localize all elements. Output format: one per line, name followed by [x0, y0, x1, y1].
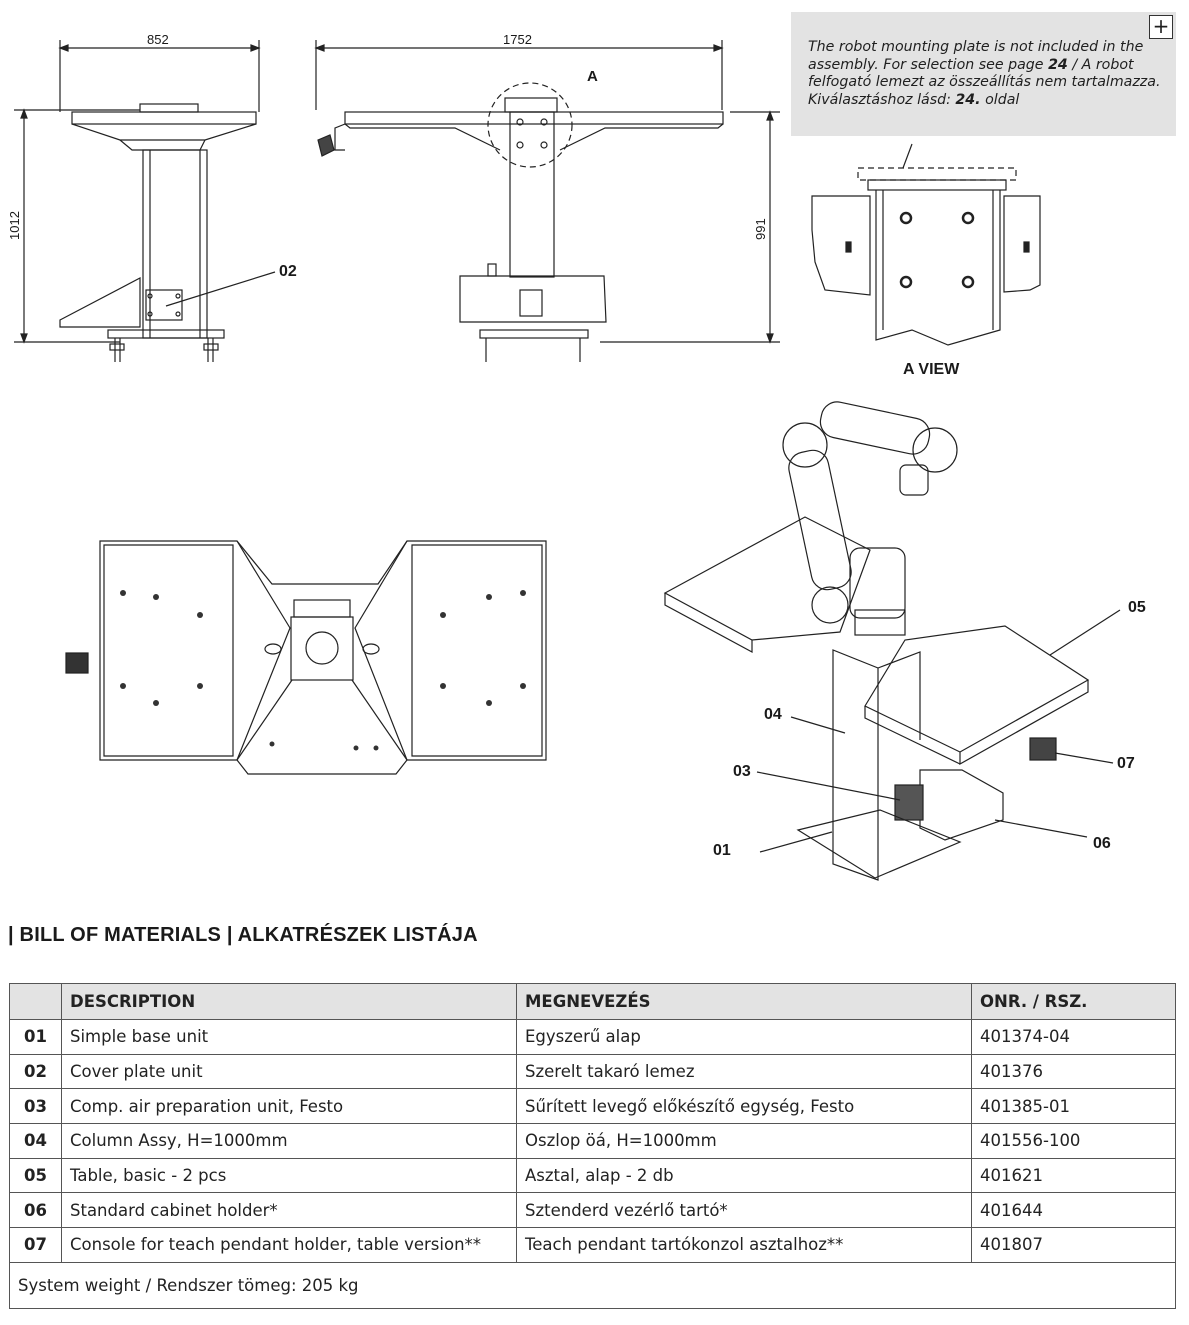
row-megnevezes: Oszlop öá, H=1000mm — [516, 1123, 972, 1159]
dim-height-front: 1012 — [7, 211, 22, 240]
row-megnevezes: Sűrített levegő előkészítő egység, Festo — [516, 1088, 972, 1125]
technical-drawings: A — [7, 32, 1146, 881]
a-view-drawing — [811, 143, 1041, 346]
callout-04: 04 — [764, 706, 782, 723]
row-number: 01 — [9, 1019, 62, 1055]
bom-table: DESCRIPTION MEGNEVEZÉS ONR. / RSZ. 01 Si… — [9, 983, 1176, 1309]
row-megnevezes: Asztal, alap - 2 db — [516, 1157, 972, 1194]
row-code: 401644 — [971, 1192, 1176, 1229]
dim-width-front: 852 — [147, 32, 169, 47]
row-code: 401556-100 — [971, 1123, 1176, 1159]
row-number: 02 — [9, 1053, 62, 1090]
note-line-2a: assembly. For selection see page — [808, 56, 1049, 73]
bom-footer-row: System weight / Rendszer tömeg: 205 kg — [9, 1261, 1176, 1309]
row-megnevezes: Teach pendant tartókonzol asztalhoz** — [516, 1227, 972, 1263]
top-view-drawing — [65, 540, 547, 775]
front-view-drawing — [14, 40, 276, 362]
table-row: 07 Console for teach pendant holder, tab… — [9, 1227, 1176, 1263]
table-row: 04 Column Assy, H=1000mm Oszlop öá, H=10… — [9, 1123, 1176, 1159]
header-code: ONR. / RSZ. — [971, 983, 1176, 1020]
row-description: Console for teach pendant holder, table … — [61, 1227, 517, 1263]
callout-05: 05 — [1128, 599, 1146, 616]
expand-icon[interactable]: + — [1149, 15, 1173, 39]
row-code: 401385-01 — [971, 1088, 1176, 1125]
callout-07: 07 — [1117, 755, 1135, 772]
callout-03: 03 — [733, 763, 751, 780]
note-line-4b: oldal — [980, 91, 1020, 108]
row-code: 401807 — [971, 1227, 1176, 1263]
dim-width-side: 1752 — [503, 32, 532, 47]
bom-header-row: DESCRIPTION MEGNEVEZÉS ONR. / RSZ. — [9, 983, 1176, 1020]
row-description: Cover plate unit — [61, 1053, 517, 1090]
note-line-3: felfogató lemezt az összeállítás nem tar… — [808, 74, 1161, 91]
row-code: 401376 — [971, 1053, 1176, 1090]
row-megnevezes: Egyszerű alap — [516, 1019, 972, 1055]
table-row: 02 Cover plate unit Szerelt takaró lemez… — [9, 1053, 1176, 1090]
note-line-1: The robot mounting plate is not included… — [808, 39, 1144, 55]
row-code: 401374-04 — [971, 1019, 1176, 1055]
row-number: 04 — [9, 1123, 62, 1159]
note-page-ref-hu: 24. — [955, 91, 981, 108]
row-description: Comp. air preparation unit, Festo — [61, 1088, 517, 1125]
side-view-drawing: A — [314, 40, 780, 362]
header-number — [9, 983, 62, 1020]
row-number: 03 — [9, 1088, 62, 1125]
header-megnevezes: MEGNEVEZÉS — [516, 983, 972, 1020]
header-description: DESCRIPTION — [61, 983, 517, 1020]
view-marker-a: A — [587, 68, 598, 85]
callout-02-front: 02 — [279, 263, 297, 280]
callout-01: 01 — [713, 842, 731, 859]
row-number: 06 — [9, 1192, 62, 1229]
table-row: 06 Standard cabinet holder* Sztenderd ve… — [9, 1192, 1176, 1229]
note-line-2b: / A robot — [1067, 56, 1134, 73]
table-row: 01 Simple base unit Egyszerű alap 401374… — [9, 1019, 1176, 1055]
row-number: 07 — [9, 1227, 62, 1263]
row-description: Table, basic - 2 pcs — [61, 1157, 517, 1194]
a-view-title: A VIEW — [903, 361, 960, 378]
row-description: Column Assy, H=1000mm — [61, 1123, 517, 1159]
row-description: Standard cabinet holder* — [61, 1192, 517, 1229]
isometric-view-drawing — [663, 401, 1121, 881]
row-number: 05 — [9, 1157, 62, 1194]
table-row: 05 Table, basic - 2 pcs Asztal, alap - 2… — [9, 1157, 1176, 1194]
bom-title: | BILL OF MATERIALS | ALKATRÉSZEK LISTÁJ… — [8, 924, 478, 946]
row-code: 401621 — [971, 1157, 1176, 1194]
table-row: 03 Comp. air preparation unit, Festo Sűr… — [9, 1088, 1176, 1125]
row-description: Simple base unit — [61, 1019, 517, 1055]
row-megnevezes: Sztenderd vezérlő tartó* — [516, 1192, 972, 1229]
row-megnevezes: Szerelt takaró lemez — [516, 1053, 972, 1090]
note-page-ref: 24 — [1048, 56, 1068, 73]
system-weight: System weight / Rendszer tömeg: 205 kg — [9, 1261, 1176, 1309]
callout-06: 06 — [1093, 835, 1111, 852]
dim-height-side: 991 — [753, 218, 768, 240]
mounting-plate-note: + The robot mounting plate is not includ… — [791, 12, 1176, 136]
note-line-4a: Kiválasztáshoz lásd: — [808, 91, 956, 108]
